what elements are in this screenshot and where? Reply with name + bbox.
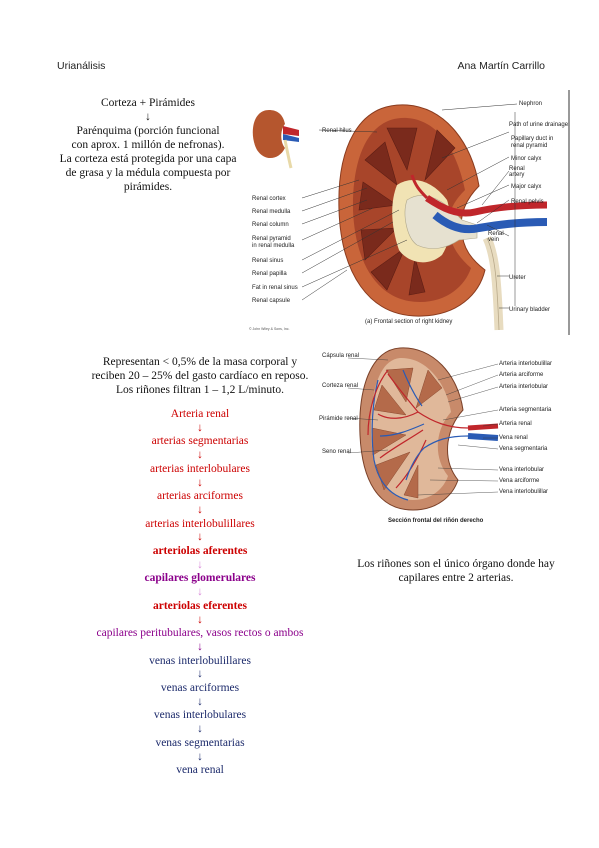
note-line: capilares entre 2 arterias. xyxy=(398,572,514,584)
flow-step: arteriolas aferentes xyxy=(152,545,248,558)
label-vena-segmentaria: Vena segmentaria xyxy=(499,446,548,452)
label-renal-artery: artery xyxy=(509,172,524,178)
flow-step: venas interlobulares xyxy=(153,709,247,722)
down-arrow-icon: ↓ xyxy=(197,723,203,736)
label-renal-vein: vein xyxy=(488,237,499,243)
blood-flow-sequence: Arteria renal ↓ arterias segmentarias ↓ … xyxy=(80,408,320,778)
label-vena-interlobular: Vena interlobular xyxy=(499,467,544,473)
figure1-caption: (a) Frontal section of right kidney xyxy=(365,319,452,325)
intro-line: pirámides. xyxy=(123,181,173,193)
down-arrow-icon: ↓ xyxy=(197,558,203,571)
down-arrow-icon: ↓ xyxy=(197,421,203,434)
stats-text: Representan < 0,5% de la masa corporal y… xyxy=(80,355,320,397)
label-renal-medulla: Renal medulla xyxy=(252,209,291,215)
figure2-caption: Sección frontal del riñón derecho xyxy=(388,518,484,524)
label-urinary-bladder: Urinary bladder xyxy=(509,307,550,313)
down-arrow-icon: ↓ xyxy=(197,750,203,763)
flow-step: capilares glomerulares xyxy=(144,572,256,585)
label-minor-calyx: Minor calyx xyxy=(511,156,541,162)
flow-step: venas interlobulillares xyxy=(149,654,251,667)
down-arrow-icon: ↓ xyxy=(197,695,203,708)
label-renal-cortex: Renal cortex xyxy=(252,196,286,202)
flow-step: arteriolas eferentes xyxy=(153,599,247,612)
note-text: Los riñones son el único órgano donde ha… xyxy=(346,557,566,585)
label-major-calyx: Major calyx xyxy=(511,184,541,190)
label-capsula-renal: Cápsula renal xyxy=(322,353,359,359)
label-renal-artery: Renal xyxy=(509,166,525,172)
header-author: Ana Martín Carrillo xyxy=(457,60,545,72)
note-line: Los riñones son el único órgano donde ha… xyxy=(357,558,555,570)
flow-step: arterias interlobulares xyxy=(150,462,250,475)
label-arteria-interlobular: Arteria interlobular xyxy=(499,384,548,390)
label-fat-sinus: Fat in renal sinus xyxy=(252,285,298,291)
flow-step: arterias arciformes xyxy=(157,490,243,503)
down-arrow-icon: ↓ xyxy=(197,503,203,516)
intro-line: con aprox. 1 millón de nefronas). xyxy=(71,139,225,151)
intro-line: de grasa y la médula compuesta por xyxy=(65,167,231,179)
down-arrow-icon: ↓ xyxy=(197,476,203,489)
label-arteria-renal: Arteria renal xyxy=(499,421,532,427)
label-nephron: Nephron xyxy=(519,101,542,107)
figure1-copyright: © John Wiley & Sons, Inc. xyxy=(249,327,290,331)
stats-line: Representan < 0,5% de la masa corporal y xyxy=(102,356,298,368)
intro-line: Parénquima (porción funcional xyxy=(76,125,220,137)
down-arrow-icon: ↓ xyxy=(197,640,203,653)
label-renal-pyramid: in renal medulla xyxy=(252,243,295,249)
down-arrow-icon: ↓ xyxy=(197,586,203,599)
label-renal-column: Renal column xyxy=(252,222,289,228)
label-vena-renal: Vena renal xyxy=(499,435,528,441)
intro-line: La corteza está protegida por una capa xyxy=(59,153,237,165)
header-subject: Urianálisis xyxy=(57,60,106,72)
label-corteza-renal: Corteza renal xyxy=(322,383,358,389)
label-piramide-renal: Pirámide renal xyxy=(319,416,358,422)
stats-line: reciben 20 – 25% del gasto cardíaco en r… xyxy=(91,370,309,382)
kidney-vasculature-figure: Cápsula renal Corteza renal Pirámide ren… xyxy=(319,347,552,524)
label-vena-interlobulillar: Vena interlobulillar xyxy=(499,489,548,495)
flow-step: arterias interlobulillares xyxy=(145,517,255,530)
intro-line: Corteza + Pirámides xyxy=(101,97,195,109)
label-papillary-duct: Papillary duct in xyxy=(511,136,553,142)
flow-step: vena renal xyxy=(176,764,224,777)
down-arrow-icon: ↓ xyxy=(197,668,203,681)
label-path-urine: Path of urine drainage: xyxy=(509,122,570,128)
label-renal-hilus: Renal hilus xyxy=(322,128,352,134)
down-arrow-icon: ↓ xyxy=(197,531,203,544)
label-renal-capsule: Renal capsule xyxy=(252,298,291,304)
label-renal-sinus: Renal sinus xyxy=(252,258,283,264)
intro-text: Corteza + Pirámides ↓ Parénquima (porció… xyxy=(48,96,248,194)
stats-line: Los riñones filtran 1 – 1,2 L/minuto. xyxy=(115,384,284,396)
flow-step: arterias segmentarias xyxy=(151,435,249,448)
flow-step: venas segmentarias xyxy=(155,736,245,749)
label-ureter: Ureter xyxy=(509,275,526,281)
kidney-section-figure: Renal hilus Nephron Path of urine draina… xyxy=(249,90,570,335)
flow-step: Arteria renal xyxy=(170,408,230,420)
flow-step: capilares peritubulares, vasos rectos o … xyxy=(96,627,304,640)
label-renal-pyramid: Renal pyramid xyxy=(252,236,291,242)
label-arteria-arciforme: Arteria arciforme xyxy=(499,372,544,378)
down-arrow-icon: ↓ xyxy=(197,449,203,462)
label-arteria-segmentaria: Arteria segmentaria xyxy=(499,407,552,413)
label-renal-vein: Renal xyxy=(488,231,504,237)
flow-step: venas arciformes xyxy=(160,682,240,695)
label-papillary-duct: renal pyramid xyxy=(511,143,547,149)
label-arteria-interlobulillar: Arteria interlobulillar xyxy=(499,361,552,367)
label-vena-arciforme: Vena arciforme xyxy=(499,478,540,484)
label-seno-renal: Seno renal xyxy=(322,449,351,455)
down-arrow-icon: ↓ xyxy=(197,613,203,626)
label-renal-pelvis: Renal pelvis xyxy=(511,199,544,205)
label-renal-papilla: Renal papilla xyxy=(252,271,287,277)
kidney-inset-icon xyxy=(252,110,299,169)
down-arrow-icon: ↓ xyxy=(145,111,151,123)
